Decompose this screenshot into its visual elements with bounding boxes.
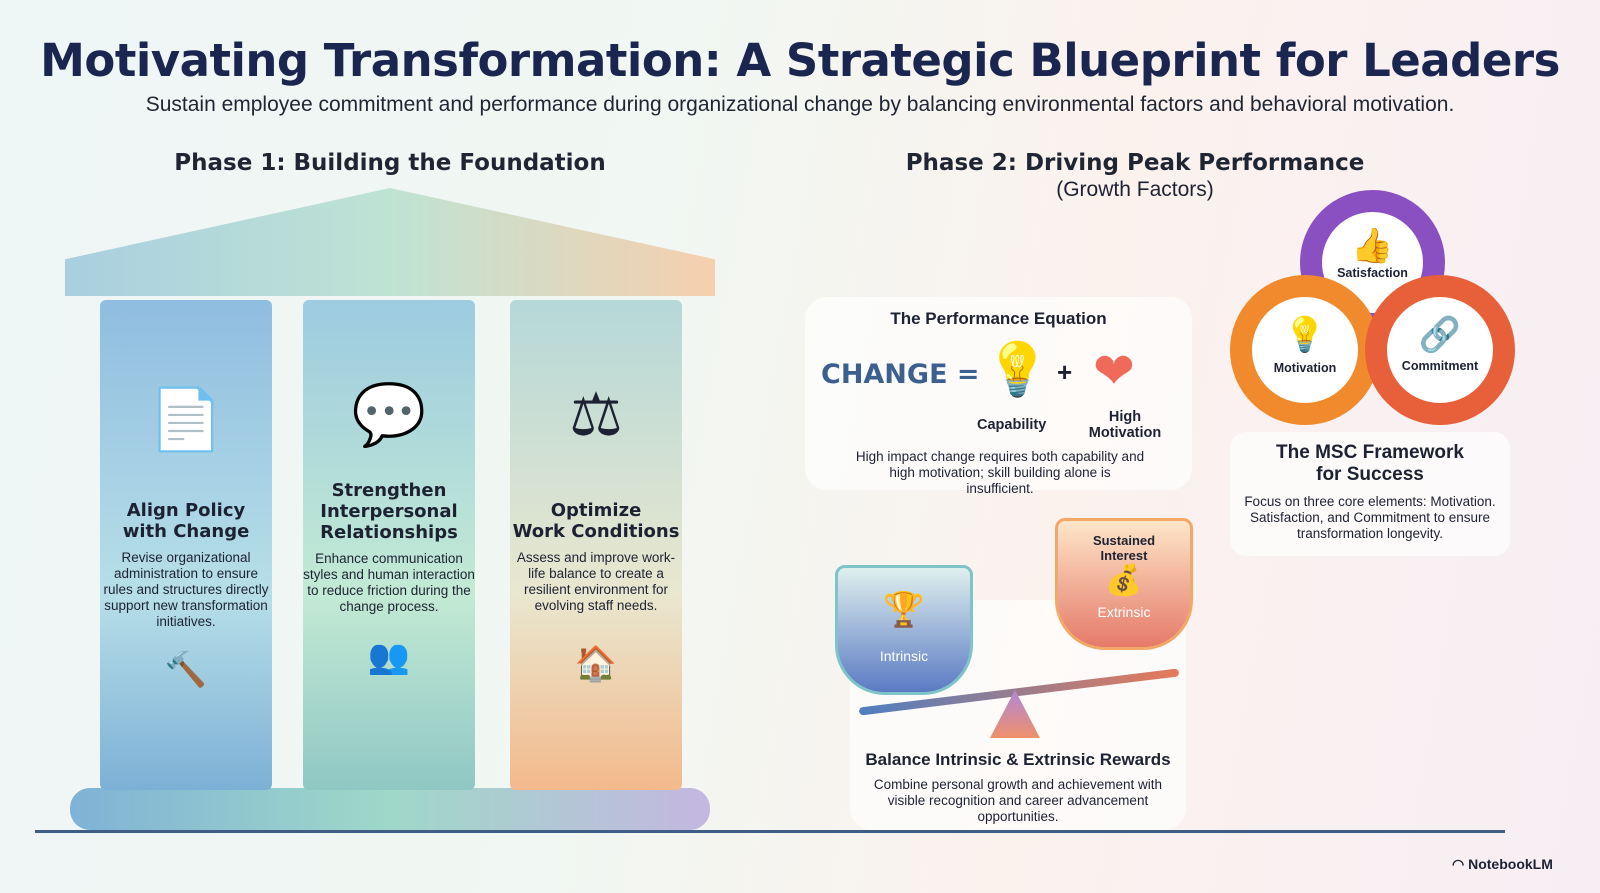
balance-scale-icon: ⚖ [569, 381, 623, 448]
equation-lhs: CHANGE = [821, 359, 980, 390]
pillar-title: Work Conditions [512, 521, 680, 542]
brand-label: NotebookLM [1468, 856, 1553, 872]
high-motivation-label: Motivation [1088, 425, 1162, 441]
pillar-title: Align Policy [126, 500, 246, 521]
motivation-ring: 💡 Motivation [1230, 275, 1380, 425]
gavel-icon: 🔨 [164, 651, 208, 689]
sustained-interest-label: Sustained Interest [1092, 533, 1156, 563]
ground-line [35, 830, 1505, 833]
ring-label: Satisfaction [1337, 266, 1408, 280]
pillar-desc: Assess and improve work-life balance to … [516, 550, 676, 613]
change-label: CHANGE [821, 359, 948, 390]
thumbs-up-person-icon: 👍 [1351, 227, 1394, 265]
pillar-title: Relationships [320, 522, 458, 543]
brain-bulb-icon: 💡 [985, 341, 1050, 399]
msc-title: The MSC Framework [1276, 442, 1464, 463]
coins-growth-icon: 💰 [1105, 564, 1143, 597]
ring-label: Commitment [1401, 359, 1479, 373]
people-chat-icon: 💬 [351, 381, 427, 448]
phase2-subheading: (Growth Factors) [1056, 178, 1214, 201]
phase2-heading: Phase 2: Driving Peak Performance [905, 150, 1365, 176]
pillar-title: Strengthen [331, 480, 447, 501]
equation-desc: High impact change requires both capabil… [855, 449, 1145, 496]
plus-sign: + [1057, 357, 1073, 387]
pillar-title: with Change [122, 521, 250, 542]
subtitle: Sustain employee commitment and performa… [145, 93, 1455, 116]
notebooklm-logo-icon: ◠ [1452, 856, 1469, 872]
people-icon: 👥 [367, 638, 411, 676]
winged-heart-icon: ❤ [1093, 343, 1135, 399]
house-heart-icon: 🏠 [574, 645, 618, 683]
chain-link-icon: 🔗 [1418, 316, 1462, 354]
ring-label: Motivation [1273, 361, 1337, 375]
pillar-desc: Revise organizational administration to … [103, 550, 269, 629]
notebooklm-brand: ◠ NotebookLM [1452, 856, 1553, 873]
balance-title: Balance Intrinsic & Extrinsic Rewards [865, 750, 1171, 769]
performance-equation-card: The Performance Equation CHANGE = 💡 + ❤ … [805, 297, 1192, 496]
capability-label: Capability [977, 417, 1047, 433]
page-title: Motivating Transformation: A Strategic B… [40, 34, 1560, 87]
document-gavel-icon: 📄 [148, 386, 224, 453]
equals-sign: = [956, 359, 980, 390]
extrinsic-cup: Sustained Interest 💰 Extrinsic [1055, 518, 1193, 650]
intrinsic-label: Intrinsic [879, 648, 929, 664]
msc-title: for Success [1316, 464, 1424, 485]
commitment-ring: 🔗 Commitment [1365, 275, 1515, 425]
pillar-title: Optimize [550, 500, 642, 521]
lightbulb-icon: 💡 [1283, 316, 1327, 354]
temple-base [70, 788, 710, 830]
pillar-title: Interpersonal [320, 501, 458, 522]
phase1-heading: Phase 1: Building the Foundation [174, 150, 606, 176]
extrinsic-label: Extrinsic [1097, 604, 1151, 620]
pillar-desc: Enhance communication styles and human i… [303, 551, 475, 614]
trophy-medal-icon: 🏆 [882, 591, 926, 629]
balance-desc: Combine personal growth and achievement … [873, 777, 1163, 824]
intrinsic-cup: 🏆 Intrinsic [835, 565, 973, 695]
msc-desc: Focus on three core elements: Motivation… [1244, 494, 1496, 541]
equation-title: The Performance Equation [890, 309, 1107, 328]
high-motivation-label: High [1108, 409, 1142, 425]
temple-roof [65, 188, 715, 296]
